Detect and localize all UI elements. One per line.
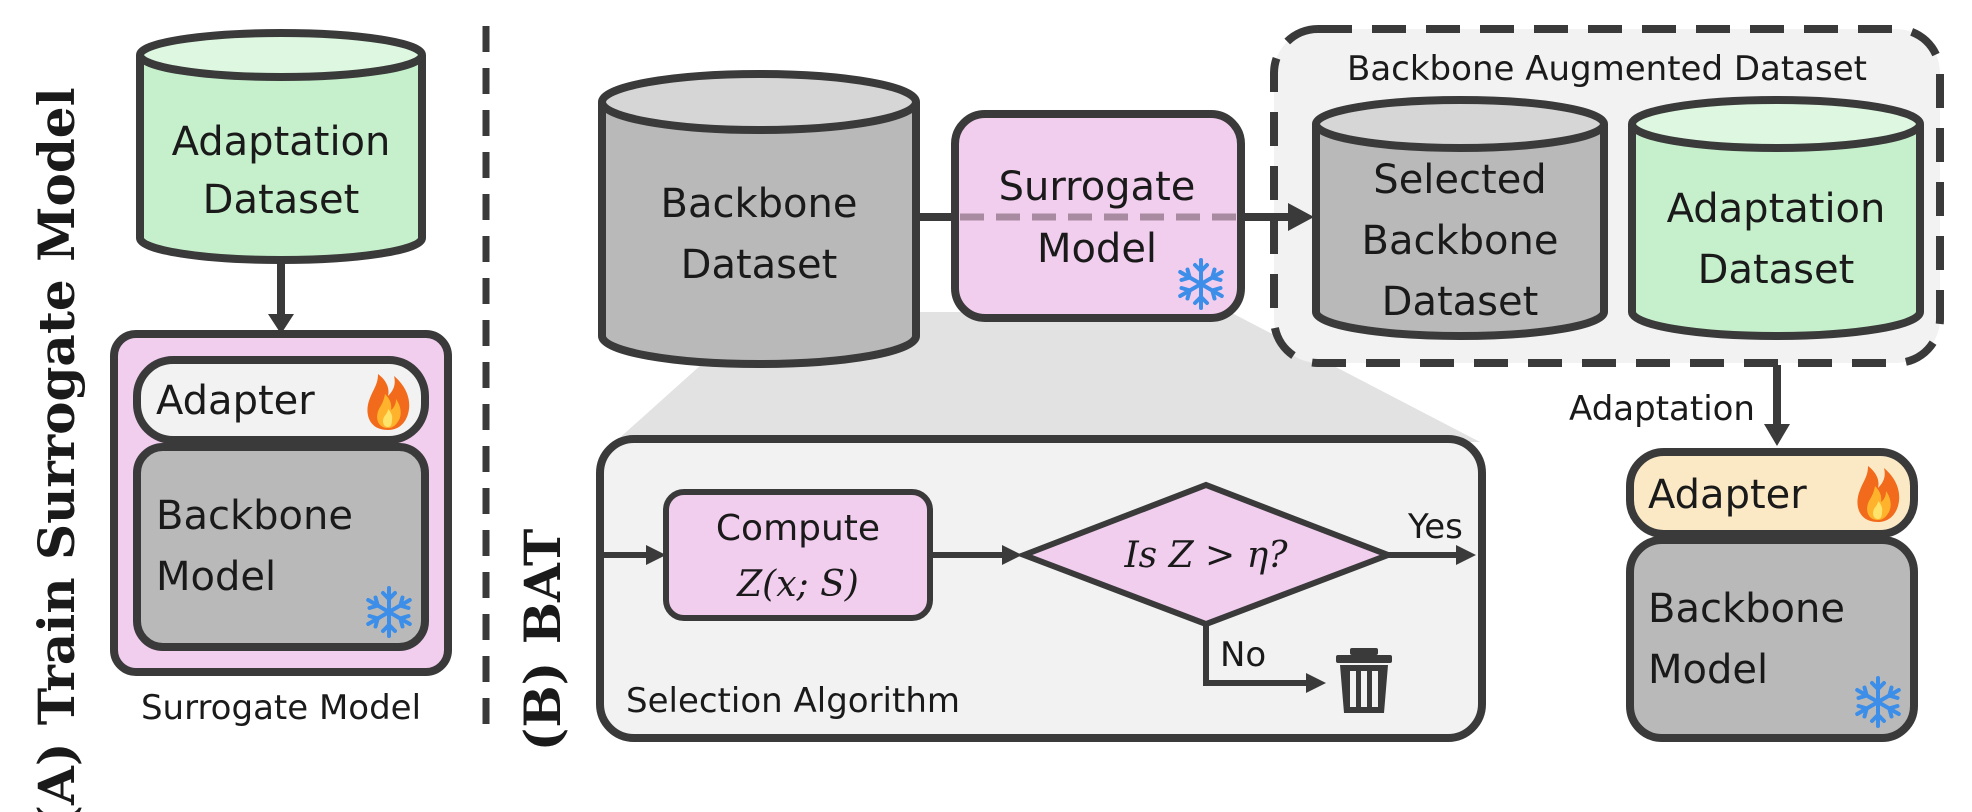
backbone-model-label-b-line2: Model <box>1648 647 1768 693</box>
adapter-label-b: Adapter <box>1648 472 1807 518</box>
arrowhead-into-decision <box>1002 545 1022 565</box>
compute-formula: Z(x; S) <box>736 564 859 605</box>
adaptation-dataset-cylinder-b: Adaptation Dataset <box>1628 96 1924 340</box>
surrogate-label-line1: Surrogate <box>999 164 1196 210</box>
adapted-model: Adapter Backbone Model <box>1626 448 1918 742</box>
surrogate-model-caption: Surrogate Model <box>141 688 421 728</box>
backbone-dataset-label-line1: Backbone <box>661 181 858 227</box>
adapter-label-a: Adapter <box>156 378 315 424</box>
selected-dataset-label-line2: Backbone <box>1362 218 1559 264</box>
selected-dataset-label-line3: Dataset <box>1382 279 1539 325</box>
backbone-model-label-a-line1: Backbone <box>156 493 353 539</box>
arrowhead-yes <box>1456 545 1476 565</box>
trash-icon <box>1336 648 1392 713</box>
augmented-dataset-title: Backbone Augmented Dataset <box>1347 49 1867 89</box>
arrow-no <box>1203 624 1308 686</box>
adaptation-dataset-label-line1: Adaptation <box>172 119 391 165</box>
selected-backbone-dataset-cylinder: Selected Backbone Dataset <box>1312 96 1608 340</box>
no-label: No <box>1220 635 1266 675</box>
compute-label: Compute <box>716 508 880 549</box>
surrogate-model-box: Adapter Backbone Model <box>110 330 452 676</box>
arrowhead-right-selected <box>1288 203 1314 231</box>
selection-algorithm-caption: Selection Algorithm <box>626 681 960 721</box>
surrogate-model-box-b: Surrogate Model <box>951 110 1245 322</box>
backbone-dataset-label-line2: Dataset <box>681 242 838 288</box>
arrowhead-down-adaptation <box>1764 424 1790 446</box>
adaptation-dataset-b-label-line2: Dataset <box>1698 247 1855 293</box>
adaptation-dataset-b-label-line1: Adaptation <box>1667 186 1886 232</box>
selected-dataset-label-line1: Selected <box>1373 157 1546 203</box>
backbone-dataset-cylinder: Backbone Dataset <box>598 70 920 368</box>
yes-label: Yes <box>1407 507 1463 547</box>
backbone-model-label-b-line1: Backbone <box>1648 586 1845 632</box>
arrowhead-down-a <box>268 314 294 334</box>
arrowhead-no <box>1306 673 1326 693</box>
backbone-model-label-a-line2: Model <box>156 554 276 600</box>
panel-b-title: (B) BAT <box>513 529 572 752</box>
adaptation-dataset-cylinder: Adaptation Dataset <box>136 29 426 264</box>
adaptation-dataset-label-line2: Dataset <box>203 177 360 223</box>
arrowhead-into-compute <box>646 545 666 565</box>
decision-label: Is Z > η? <box>1123 535 1288 576</box>
surrogate-label-line2: Model <box>1037 226 1157 272</box>
panel-a-title: (A) Train Surrogate Model <box>27 87 86 812</box>
selection-algorithm-panel: Selection Algorithm Compute Z(x; S) Is Z… <box>596 435 1486 742</box>
adaptation-arrow-label: Adaptation <box>1569 389 1755 429</box>
